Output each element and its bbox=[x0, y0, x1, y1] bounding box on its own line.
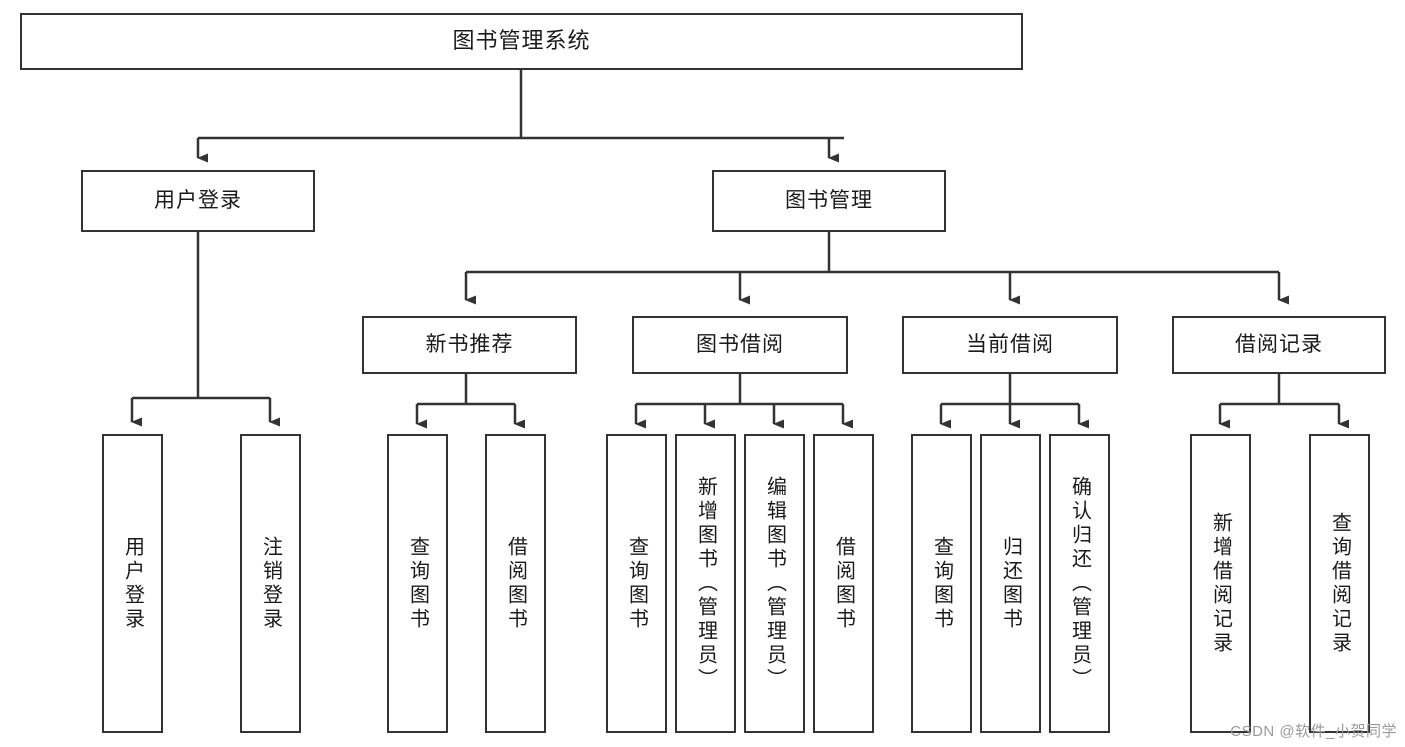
node-leaf-query-record-label: 查询借阅记录 bbox=[1328, 511, 1351, 656]
node-leaf-return-book[interactable]: 归还图书 bbox=[980, 434, 1041, 733]
node-current-borrow-label: 当前借阅 bbox=[966, 333, 1054, 357]
node-leaf-query-record[interactable]: 查询借阅记录 bbox=[1309, 434, 1370, 733]
node-leaf-user-login[interactable]: 用户登录 bbox=[102, 434, 163, 733]
node-book-manage[interactable]: 图书管理 bbox=[712, 170, 946, 232]
node-leaf-confirm-return-label: 确认归还（管理员） bbox=[1068, 475, 1091, 692]
node-book-borrow-label: 图书借阅 bbox=[696, 333, 784, 357]
node-leaf-borrow-book-2[interactable]: 借阅图书 bbox=[813, 434, 874, 733]
node-book-borrow[interactable]: 图书借阅 bbox=[632, 316, 848, 374]
node-leaf-edit-book-label: 编辑图书（管理员） bbox=[763, 475, 786, 692]
node-leaf-confirm-return[interactable]: 确认归还（管理员） bbox=[1049, 434, 1110, 733]
node-book-manage-label: 图书管理 bbox=[785, 189, 873, 213]
node-leaf-query-book-1[interactable]: 查询图书 bbox=[387, 434, 448, 733]
node-root-label: 图书管理系统 bbox=[452, 28, 591, 54]
node-leaf-add-book[interactable]: 新增图书（管理员） bbox=[675, 434, 736, 733]
node-leaf-borrow-book-1[interactable]: 借阅图书 bbox=[485, 434, 546, 733]
node-leaf-add-record[interactable]: 新增借阅记录 bbox=[1190, 434, 1251, 733]
node-leaf-add-record-label: 新增借阅记录 bbox=[1209, 511, 1232, 656]
csdn-watermark: CSDN @软件_小贺同学 bbox=[1230, 723, 1397, 740]
node-new-book-recommendation[interactable]: 新书推荐 bbox=[362, 316, 577, 374]
node-leaf-add-book-label: 新增图书（管理员） bbox=[694, 475, 717, 692]
node-user-login[interactable]: 用户登录 bbox=[81, 170, 315, 232]
node-leaf-logout-label: 注销登录 bbox=[259, 535, 282, 632]
node-borrow-record-label: 借阅记录 bbox=[1235, 333, 1323, 357]
node-leaf-edit-book[interactable]: 编辑图书（管理员） bbox=[744, 434, 805, 733]
node-leaf-query-book-3[interactable]: 查询图书 bbox=[911, 434, 972, 733]
node-leaf-query-book-2[interactable]: 查询图书 bbox=[606, 434, 667, 733]
node-leaf-query-book-3-label: 查询图书 bbox=[930, 535, 953, 632]
node-leaf-user-login-label: 用户登录 bbox=[121, 535, 144, 632]
node-borrow-record[interactable]: 借阅记录 bbox=[1172, 316, 1386, 374]
node-user-login-label: 用户登录 bbox=[154, 189, 242, 213]
node-new-book-recommendation-label: 新书推荐 bbox=[425, 333, 514, 357]
node-root[interactable]: 图书管理系统 bbox=[20, 13, 1023, 70]
node-leaf-query-book-2-label: 查询图书 bbox=[625, 535, 648, 632]
node-leaf-logout[interactable]: 注销登录 bbox=[240, 434, 301, 733]
node-current-borrow[interactable]: 当前借阅 bbox=[902, 316, 1118, 374]
node-leaf-borrow-book-2-label: 借阅图书 bbox=[832, 535, 855, 632]
node-leaf-query-book-1-label: 查询图书 bbox=[406, 535, 429, 632]
node-leaf-return-book-label: 归还图书 bbox=[999, 535, 1022, 632]
node-leaf-borrow-book-1-label: 借阅图书 bbox=[504, 535, 527, 632]
